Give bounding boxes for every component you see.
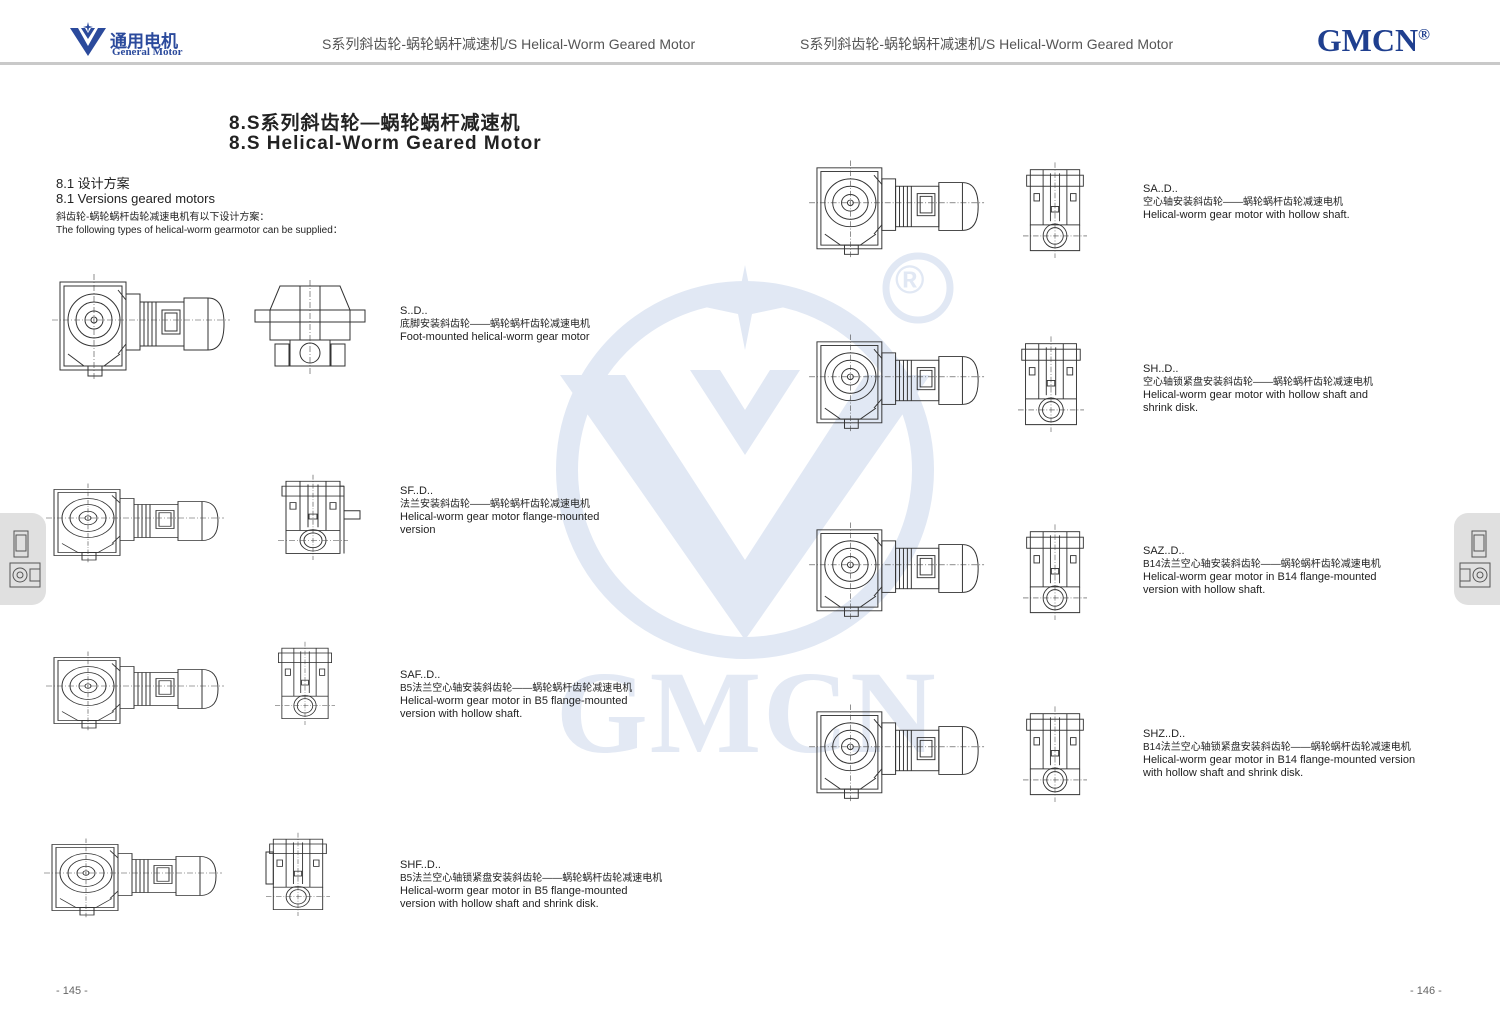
drawing-sh-d-front bbox=[1017, 335, 1085, 433]
intro-text-en: The following types of helical-worm gear… bbox=[56, 225, 343, 236]
version-cn: 空心轴安装斜齿轮——蜗轮蜗杆齿轮减速电机 bbox=[1143, 197, 1343, 208]
drawing-s-d-front bbox=[255, 280, 365, 380]
version-code: SHF..D.. bbox=[400, 859, 441, 871]
drawing-saf-d-front bbox=[274, 641, 336, 726]
version-en-line1: Helical-worm gear motor in B14 flange-mo… bbox=[1143, 754, 1416, 766]
version-code: SHZ..D.. bbox=[1143, 728, 1186, 740]
version-code: SF..D.. bbox=[400, 485, 434, 497]
version-desc-s-d: S..D.. 底脚安装斜齿轮——蜗轮蜗杆齿轮减速电机 Foot-mounted … bbox=[400, 305, 590, 344]
drawing-sh-d-side bbox=[808, 333, 985, 433]
version-desc-saf-d: SAF..D.. B5法兰空心轴安装斜齿轮——蜗轮蜗杆齿轮减速电机 Helica… bbox=[400, 669, 632, 721]
version-en-line2: version with hollow shaft. bbox=[1143, 584, 1266, 596]
version-code: SAF..D.. bbox=[400, 669, 441, 681]
drawing-saf-d-side bbox=[45, 651, 225, 732]
version-en-line1: Helical-worm gear motor in B5 flange-mou… bbox=[400, 695, 628, 707]
side-tab-left bbox=[0, 513, 46, 605]
page-number-right: - 146 - bbox=[1410, 985, 1442, 997]
brand-logo: GMCN® bbox=[1317, 22, 1430, 59]
version-en-line2: with hollow shaft and shrink disk. bbox=[1143, 767, 1304, 779]
version-en-line1: Helical-worm gear motor in B5 flange-mou… bbox=[400, 885, 628, 897]
brand-text: GMCN bbox=[1316, 22, 1419, 58]
header-title-left: S系列斜齿轮-蜗轮蜗杆减速机/S Helical-Worm Geared Mot… bbox=[322, 36, 696, 52]
version-en-line1: Helical-worm gear motor with hollow shaf… bbox=[1143, 209, 1350, 221]
logo-cn-text: 通用电机 bbox=[110, 32, 178, 52]
version-code: SA..D.. bbox=[1143, 183, 1178, 195]
page-title-en: 8.S Helical-Worm Geared Motor bbox=[229, 133, 542, 154]
drawing-sf-d-front bbox=[277, 474, 362, 561]
drawing-sa-d-front bbox=[1022, 161, 1088, 259]
version-cn: B5法兰空心轴安装斜齿轮——蜗轮蜗杆齿轮减速电机 bbox=[400, 683, 633, 694]
version-cn: B14法兰空心轴锁紧盘安装斜齿轮——蜗轮蜗杆齿轮减速电机 bbox=[1143, 742, 1411, 753]
drawing-saz-d-front bbox=[1022, 523, 1088, 621]
section-heading-cn: 8.1 设计方案 bbox=[56, 176, 130, 191]
version-en-line2: version with hollow shaft and shrink dis… bbox=[400, 898, 599, 910]
version-cn: 法兰安装斜齿轮——蜗轮蜗杆齿轮减速电机 bbox=[400, 499, 590, 510]
version-code: SH..D.. bbox=[1143, 363, 1179, 375]
drawing-shf-d-front bbox=[265, 832, 331, 917]
version-desc-saz-d: SAZ..D.. B14法兰空心轴安装斜齿轮——蜗轮蜗杆齿轮减速电机 Helic… bbox=[1143, 545, 1381, 597]
version-en-line2: shrink disk. bbox=[1143, 402, 1199, 414]
version-desc-sa-d: SA..D.. 空心轴安装斜齿轮——蜗轮蜗杆齿轮减速电机 Helical-wor… bbox=[1143, 183, 1350, 222]
version-desc-shf-d: SHF..D.. B5法兰空心轴锁紧盘安装斜齿轮——蜗轮蜗杆齿轮减速电机 Hel… bbox=[400, 859, 662, 911]
version-cn: 空心轴锁紧盘安装斜齿轮——蜗轮蜗杆齿轮减速电机 bbox=[1143, 377, 1373, 388]
version-en-line1: Foot-mounted helical-worm gear motor bbox=[400, 331, 590, 343]
section-heading-en: 8.1 Versions geared motors bbox=[56, 191, 215, 206]
version-code: S..D.. bbox=[400, 305, 428, 317]
version-en-line1: Helical-worm gear motor with hollow shaf… bbox=[1143, 389, 1368, 401]
version-desc-sh-d: SH..D.. 空心轴锁紧盘安装斜齿轮——蜗轮蜗杆齿轮减速电机 Helical-… bbox=[1143, 363, 1373, 415]
logo-en-text: General Motor bbox=[112, 46, 183, 58]
version-en-line1: Helical-worm gear motor in B14 flange-mo… bbox=[1143, 571, 1377, 583]
general-motor-logo-icon bbox=[70, 22, 106, 56]
version-cn: B14法兰空心轴安装斜齿轮——蜗轮蜗杆齿轮减速电机 bbox=[1143, 559, 1381, 570]
drawing-shz-d-front bbox=[1022, 705, 1088, 803]
drawing-s-d-side bbox=[51, 273, 231, 381]
drawing-shf-d-side bbox=[43, 838, 223, 919]
version-cn: 底脚安装斜齿轮——蜗轮蜗杆齿轮减速电机 bbox=[400, 319, 590, 330]
header-title-right: S系列斜齿轮-蜗轮蜗杆减速机/S Helical-Worm Geared Mot… bbox=[800, 36, 1174, 52]
drawing-sf-d-side bbox=[45, 483, 225, 564]
page-title-cn: 8.S系列斜齿轮—蜗轮蜗杆减速机 bbox=[229, 113, 521, 134]
version-en-line2: version bbox=[400, 524, 436, 536]
brand-registered-mark: ® bbox=[1418, 26, 1430, 44]
version-code: SAZ..D.. bbox=[1143, 545, 1185, 557]
drawing-sa-d-side bbox=[808, 159, 985, 259]
version-en-line1: Helical-worm gear motor flange-mounted bbox=[400, 511, 600, 523]
drawing-saz-d-side bbox=[808, 521, 985, 621]
header-divider bbox=[0, 62, 1500, 65]
version-en-line2: version with hollow shaft. bbox=[400, 708, 523, 720]
page-number-left: - 145 - bbox=[56, 985, 88, 997]
intro-text-cn: 斜齿轮-蜗轮蜗杆齿轮减速电机有以下设计方案： bbox=[56, 212, 270, 223]
version-desc-sf-d: SF..D.. 法兰安装斜齿轮——蜗轮蜗杆齿轮减速电机 Helical-worm… bbox=[400, 485, 599, 537]
gear-motor-thumbnail-icon bbox=[1459, 530, 1491, 588]
gear-motor-thumbnail-icon bbox=[9, 530, 41, 588]
side-tab-right bbox=[1454, 513, 1500, 605]
drawing-shz-d-side bbox=[808, 703, 985, 803]
version-cn: B5法兰空心轴锁紧盘安装斜齿轮——蜗轮蜗杆齿轮减速电机 bbox=[400, 873, 663, 884]
watermark-mark: ® bbox=[895, 258, 925, 302]
version-desc-shz-d: SHZ..D.. B14法兰空心轴锁紧盘安装斜齿轮——蜗轮蜗杆齿轮减速电机 He… bbox=[1143, 728, 1415, 780]
